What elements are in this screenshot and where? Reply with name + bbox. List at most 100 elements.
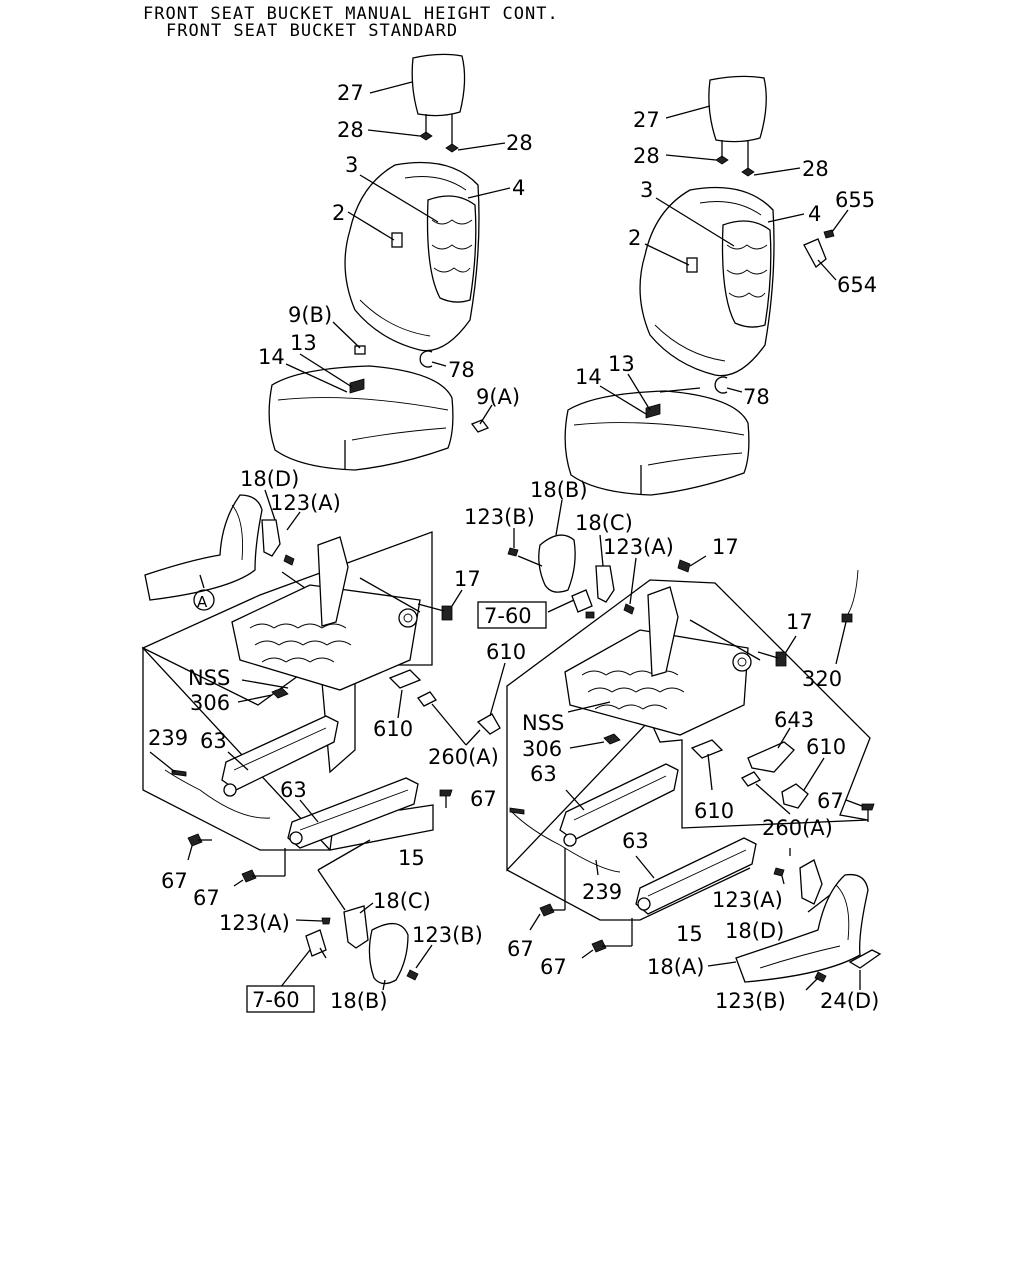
label-28: 28 <box>337 118 364 142</box>
label-4: 4 <box>808 202 821 226</box>
nut-306-left <box>237 679 289 703</box>
headrest-guide-right <box>665 154 801 177</box>
label-18b: 18(B) <box>530 478 588 502</box>
label-27: 27 <box>337 81 364 105</box>
label-67: 67 <box>193 886 220 910</box>
label-ref-a: A <box>197 593 208 611</box>
label-123b: 123(B) <box>715 989 786 1013</box>
seatback-cover-654 <box>803 209 849 281</box>
seat-belt-320 <box>835 569 859 665</box>
seatback-left <box>344 161 511 352</box>
bracket-643-610-right <box>690 727 825 815</box>
headrest-guide-left <box>367 129 506 153</box>
label-28: 28 <box>633 144 660 168</box>
label-123a: 123(A) <box>270 491 341 515</box>
label-9a: 9(A) <box>476 385 520 409</box>
label-2: 2 <box>332 201 345 225</box>
label-260a: 260(A) <box>428 745 499 769</box>
label-655: 655 <box>835 188 875 212</box>
label-63: 63 <box>622 829 649 853</box>
bolt-17-right <box>757 635 797 667</box>
label-13: 13 <box>290 331 317 355</box>
label-123a: 123(A) <box>219 911 290 935</box>
label-63: 63 <box>530 762 557 786</box>
side-cover-18d-right <box>707 848 882 991</box>
label-15: 15 <box>676 922 703 946</box>
bolt-17-left <box>417 589 463 621</box>
label-nss: NSS <box>188 666 230 690</box>
label-123b: 123(B) <box>412 923 483 947</box>
label-123a: 123(A) <box>603 535 674 559</box>
label-67: 67 <box>161 869 188 893</box>
label-123a: 123(A) <box>712 888 783 912</box>
label-239: 239 <box>148 726 188 750</box>
label-17: 17 <box>712 535 739 559</box>
label-9b: 9(B) <box>288 303 332 327</box>
side-cover-18b-left <box>246 839 433 1013</box>
label-67: 67 <box>507 937 534 961</box>
label-nss: NSS <box>522 711 564 735</box>
label-239: 239 <box>582 880 622 904</box>
label-27: 27 <box>633 108 660 132</box>
label-17: 17 <box>786 610 813 634</box>
label-24d: 24(D) <box>820 989 879 1013</box>
seat-cushion-right <box>564 373 750 496</box>
label-306: 306 <box>522 737 562 761</box>
label-3: 3 <box>345 153 358 177</box>
seatback-right <box>639 186 805 377</box>
label-306: 306 <box>190 691 230 715</box>
label-610: 610 <box>694 799 734 823</box>
label-3: 3 <box>640 178 653 202</box>
label-643: 643 <box>774 708 814 732</box>
label-78: 78 <box>448 358 475 382</box>
label-610: 610 <box>373 717 413 741</box>
label-63: 63 <box>200 729 227 753</box>
side-cover-18d-left <box>144 489 301 611</box>
label-67: 67 <box>470 787 497 811</box>
label-610: 610 <box>486 640 526 664</box>
label-13: 13 <box>608 352 635 376</box>
label-63: 63 <box>280 778 307 802</box>
label-18a: 18(A) <box>647 955 704 979</box>
label-18d: 18(D) <box>240 467 299 491</box>
label-67: 67 <box>817 789 844 813</box>
label-654: 654 <box>837 273 877 297</box>
label-67: 67 <box>540 955 567 979</box>
label-14: 14 <box>575 365 602 389</box>
headrest-left <box>369 53 466 148</box>
label-320: 320 <box>802 667 842 691</box>
label-123b: 123(B) <box>464 505 535 529</box>
seat-frame-left <box>141 531 433 774</box>
clip-marker-left <box>419 350 447 368</box>
label-ref-7-60: 7-60 <box>252 988 300 1012</box>
nut-306-right <box>567 701 621 749</box>
seat-cushion-left <box>268 321 493 471</box>
diagram-title-line-2: FRONT SEAT BUCKET STANDARD <box>166 21 459 41</box>
label-18c: 18(C) <box>575 511 633 535</box>
clip-marker-right <box>714 376 743 394</box>
label-17: 17 <box>454 567 481 591</box>
label-610: 610 <box>806 735 846 759</box>
diagram-title-line-1: FRONT SEAT BUCKET MANUAL HEIGHT CONT. <box>143 4 559 24</box>
label-2: 2 <box>628 226 641 250</box>
label-4: 4 <box>512 176 525 200</box>
label-28: 28 <box>802 157 829 181</box>
headrest-right <box>665 75 767 172</box>
label-15: 15 <box>398 846 425 870</box>
bolt-67-right <box>529 799 875 959</box>
label-ref-7-60: 7-60 <box>484 604 532 628</box>
label-18d: 18(D) <box>725 919 784 943</box>
label-18c: 18(C) <box>373 889 431 913</box>
seat-rail-left <box>142 646 434 851</box>
label-18b: 18(B) <box>330 989 388 1013</box>
bolt-67-left <box>187 789 453 887</box>
label-28: 28 <box>506 131 533 155</box>
bracket-610-left <box>388 662 506 746</box>
part-labels: 27 28 28 3 4 2 9(B) 13 14 78 9(A) 18(D) … <box>148 81 879 1013</box>
label-14: 14 <box>258 345 285 369</box>
label-260a: 260(A) <box>762 816 833 840</box>
seat-frame-right <box>506 579 871 872</box>
label-78: 78 <box>743 385 770 409</box>
seat-rail-right <box>506 763 757 921</box>
